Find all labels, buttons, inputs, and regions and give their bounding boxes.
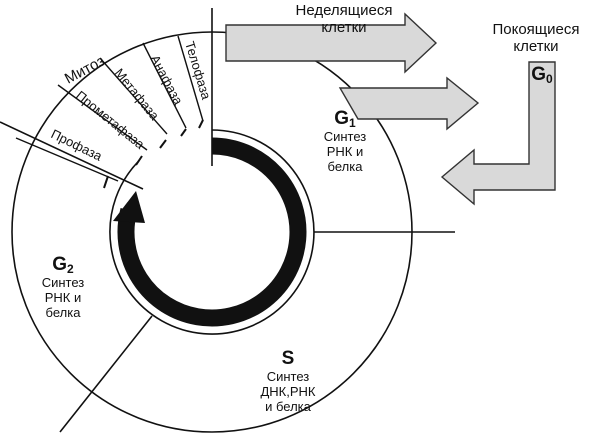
s-phase-label: S xyxy=(282,348,295,369)
tick-prometaphase xyxy=(135,155,143,166)
s-g2-boundary xyxy=(59,315,153,433)
s-desc-line1: Синтез xyxy=(267,369,310,384)
g2-phase-label: G2 xyxy=(52,254,74,276)
mitosis-divider-2 xyxy=(57,84,148,151)
mitosis-divider-1 xyxy=(15,137,119,182)
g1-desc-line2: РНК и xyxy=(327,144,364,159)
tick-telophase xyxy=(198,119,204,129)
g2-desc-line3: белка xyxy=(46,305,82,320)
prophase-outer-boundary xyxy=(0,121,144,190)
tick-metaphase xyxy=(159,139,167,149)
g1-desc-line1: Синтез xyxy=(324,129,367,144)
s-desc-line2: ДНК,РНК xyxy=(260,384,315,399)
nondividing-label-line1: Неделящиеся xyxy=(295,2,392,19)
g0-return-arrow xyxy=(440,61,556,206)
tick-prophase xyxy=(103,175,109,189)
mitosis-divider-5 xyxy=(177,35,204,122)
mitosis-divider-4 xyxy=(142,42,187,129)
s-desc-line3: и белка xyxy=(265,399,312,414)
cycle-arrow-head xyxy=(113,191,145,223)
g2-desc-line1: Синтез xyxy=(42,275,85,290)
resting-label-line2: клетки xyxy=(513,38,558,55)
g1-phase-label: G1 xyxy=(334,108,356,130)
g2-desc-line2: РНК и xyxy=(45,290,82,305)
mitosis-divider-3 xyxy=(99,57,168,135)
g1-desc-line3: белка xyxy=(328,159,364,174)
resting-entry-arrow xyxy=(338,76,480,131)
resting-label-line1: Покоящиеся xyxy=(492,21,579,38)
g0-label: G0 xyxy=(531,64,553,86)
tick-anaphase xyxy=(180,128,187,137)
cycle-arrow-band xyxy=(117,137,307,327)
inner-thin-circle xyxy=(109,129,315,335)
nondividing-label-line2: клетки xyxy=(321,19,366,36)
nondividing-arrow xyxy=(225,12,438,74)
